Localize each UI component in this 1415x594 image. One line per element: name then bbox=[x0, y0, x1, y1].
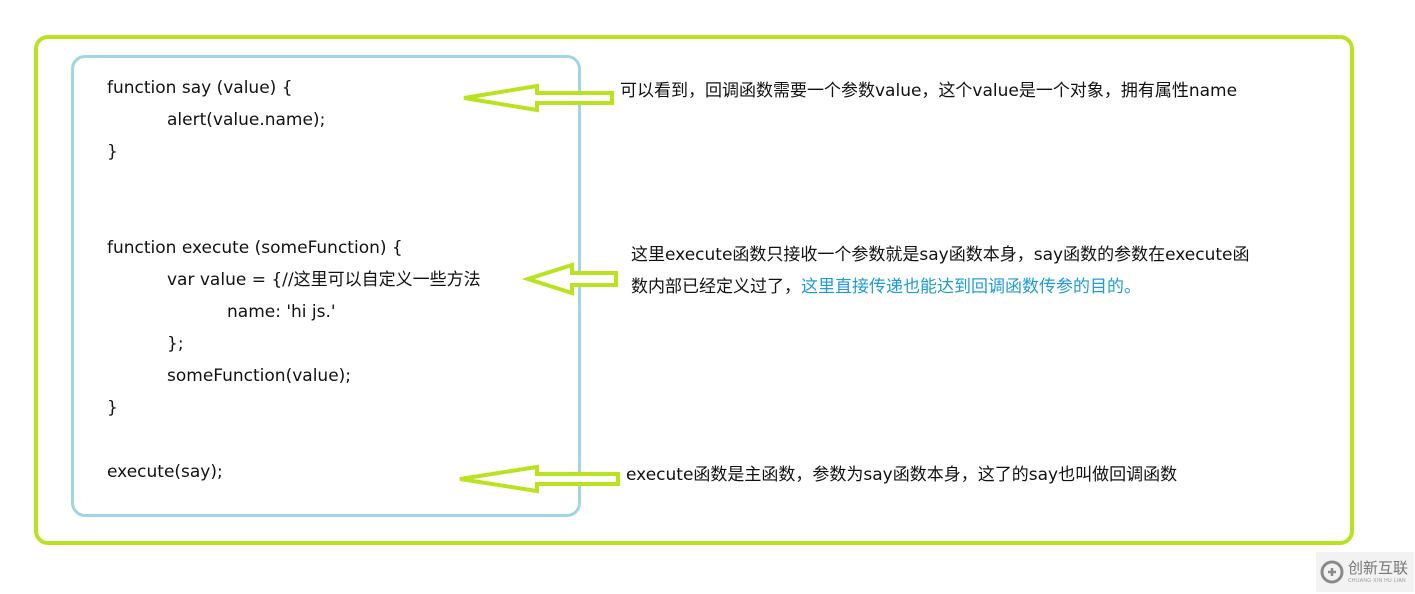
code-line-10: execute(say); bbox=[107, 462, 223, 482]
code-line-8: someFunction(value); bbox=[167, 366, 352, 386]
code-line-1: function say (value) { bbox=[107, 78, 293, 98]
watermark-sub: CHUANG XIN HU LIAN bbox=[1348, 577, 1406, 584]
code-line-5: var value = {//这里可以自定义一些方法 bbox=[167, 270, 481, 290]
note-1: 可以看到，回调函数需要一个参数value，这个value是一个对象，拥有属性na… bbox=[620, 81, 1238, 101]
note-2-line-2: 数内部已经定义过了，这里直接传递也能达到回调函数传参的目的。 bbox=[631, 271, 1141, 303]
note-2-highlight: 这里直接传递也能达到回调函数传参的目的。 bbox=[801, 277, 1141, 297]
arrow-1 bbox=[463, 83, 614, 113]
arrow-2 bbox=[521, 262, 618, 296]
note-2-line-1: 这里execute函数只接收一个参数就是say函数本身，say函数的参数在exe… bbox=[631, 245, 1250, 265]
watermark: 创新互联 CHUANG XIN HU LIAN bbox=[1316, 552, 1414, 592]
note-2-plain: 数内部已经定义过了， bbox=[631, 277, 801, 297]
outer-frame bbox=[34, 35, 1354, 545]
watermark-name: 创新互联 bbox=[1348, 558, 1409, 577]
code-line-6: name: 'hi js.' bbox=[227, 302, 336, 322]
note-3: execute函数是主函数，参数为say函数本身，这了的say也叫做回调函数 bbox=[626, 465, 1178, 485]
code-line-2: alert(value.name); bbox=[167, 110, 326, 130]
code-line-9: } bbox=[107, 398, 118, 418]
code-line-4: function execute (someFunction) { bbox=[107, 238, 403, 258]
code-line-7: }; bbox=[167, 334, 184, 354]
arrow-3 bbox=[459, 464, 620, 494]
logo-icon bbox=[1320, 560, 1344, 584]
code-line-3: } bbox=[107, 142, 118, 162]
